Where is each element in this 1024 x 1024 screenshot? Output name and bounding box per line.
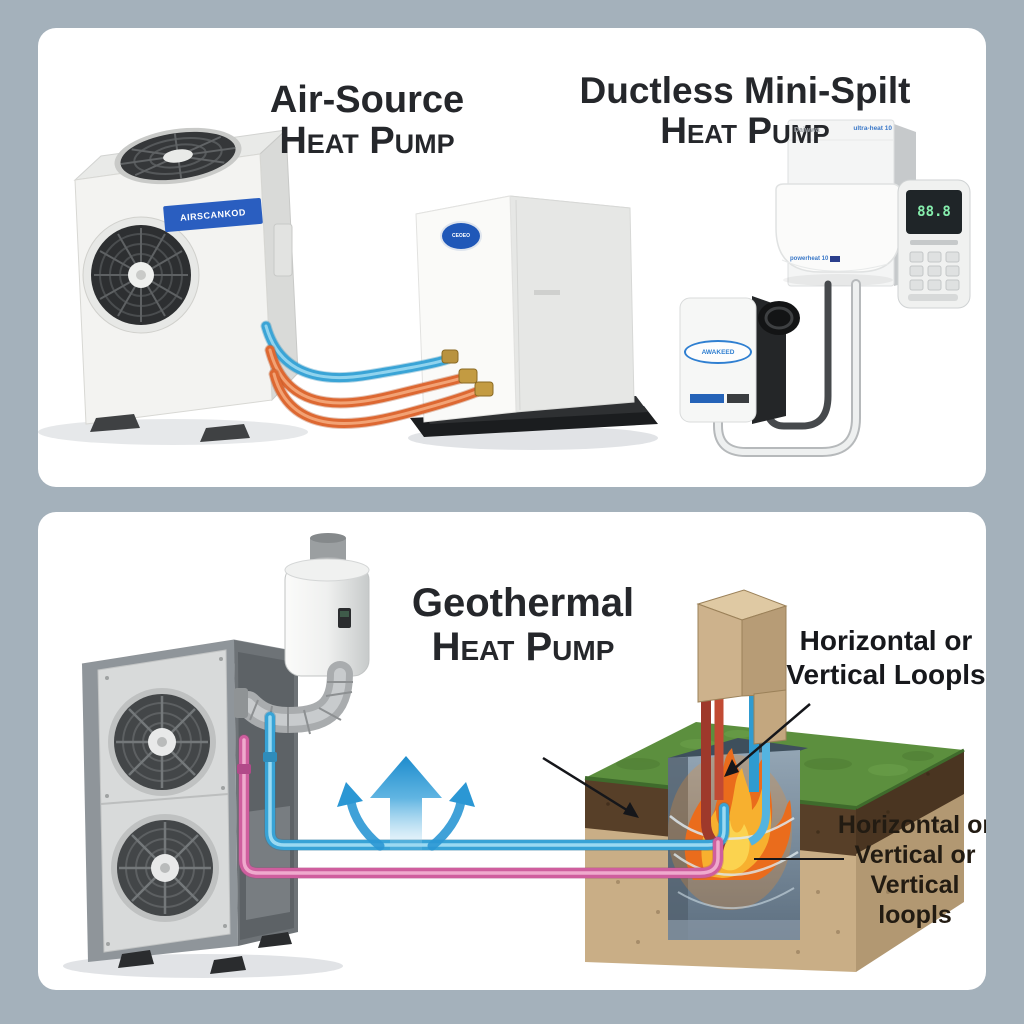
pipe-fittings: [441, 349, 494, 397]
air-handler-model-label: ultra-heat 10: [853, 125, 892, 132]
label-line: Vertical or: [854, 841, 976, 869]
geo-fan-top: [106, 686, 218, 798]
bottom-panel-art: [63, 533, 965, 978]
title-line: Geothermal: [411, 581, 635, 626]
top-fan: [114, 127, 242, 185]
air-source-title: Air-Source Heat Pump: [232, 78, 502, 164]
label-line: Horizontal or: [837, 811, 986, 839]
label-line: Horizontal or: [799, 625, 973, 656]
title-line: Heat Pump: [431, 625, 615, 670]
hood-label-text: powerheat 10: [790, 256, 829, 262]
title-line: Air-Source: [269, 78, 465, 121]
air-handler-brand-logo: Daiwwa: [794, 127, 820, 134]
front-fan: [82, 216, 200, 334]
water-tank: [284, 533, 370, 677]
mini-split-title: Ductless Mini-Spilt Heat Pump: [575, 69, 915, 152]
geo-fan-bottom: [109, 812, 221, 924]
air-source-mini-split-panel: Air-Source Heat Pump Ductless Mini-Spilt…: [38, 28, 986, 487]
geothermal-unit: [63, 639, 343, 978]
label-chip: [830, 256, 841, 262]
outdoor-box-brand-logo: AWAKEED: [684, 340, 752, 364]
label-chip: [727, 394, 749, 403]
remote-control: [897, 179, 971, 309]
ground-cross-section: [584, 722, 965, 972]
remote-lcd-readout: 88.8: [917, 204, 951, 220]
label-line: Vertical Loopls: [786, 659, 986, 691]
label-line: Vertical loopls: [870, 871, 960, 929]
label-horizontal-vertical-loops-upper: Horizontal or Vertical Loopls: [780, 624, 986, 692]
title-line: Heat Pump: [660, 110, 830, 152]
outdoor-box-labels: [690, 394, 749, 403]
top-panel-art: [38, 119, 971, 457]
title-line: Ductless Mini-Spilt: [579, 69, 911, 111]
geothermal-title: Geothermal Heat Pump: [368, 581, 678, 669]
geothermal-panel: Geothermal Heat Pump Horizontal or Verti…: [38, 512, 986, 990]
buried-loop-swirls: [669, 815, 799, 909]
title-line: Heat Pump: [279, 120, 455, 163]
label-arrows: [542, 703, 844, 860]
hood-label: powerheat 10: [790, 256, 841, 262]
refrigerant-lines: [260, 320, 487, 429]
ground-loop-pipes: [237, 711, 730, 879]
label-horizontal-vertical-loops-lower: Horizontal or Vertical or Vertical loopl…: [837, 810, 986, 930]
airflow-arrows: [337, 756, 475, 851]
air-source-outdoor-unit: [38, 127, 308, 445]
label-chip: [690, 394, 724, 403]
indoor-unit-brand-logo: CEOEO: [440, 221, 482, 251]
